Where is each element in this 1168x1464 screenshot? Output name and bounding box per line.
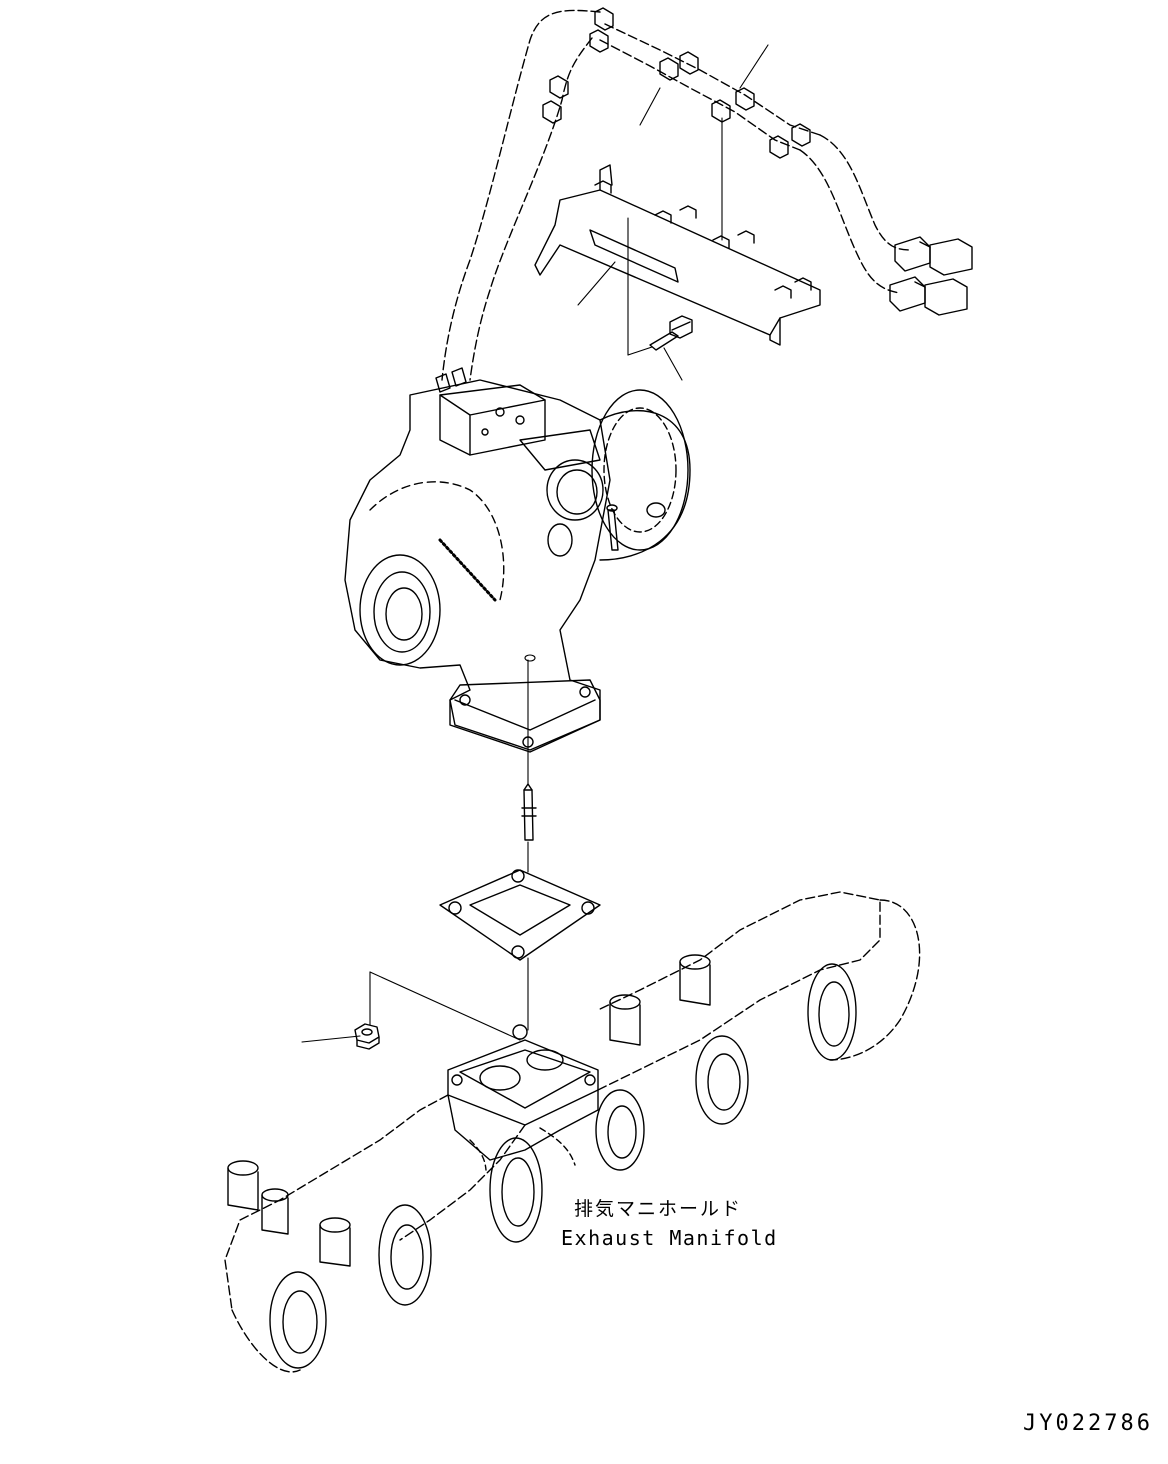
leader-lines bbox=[301, 44, 769, 1043]
harness-bracket bbox=[534, 164, 821, 346]
drawing-number: JY022786 bbox=[1023, 1411, 1153, 1436]
flange-nut bbox=[354, 1023, 380, 1050]
part-name-japanese: 排気マニホールド bbox=[574, 1198, 743, 1220]
stud-bolt bbox=[521, 783, 537, 841]
connector-lower bbox=[889, 276, 968, 316]
connector-upper bbox=[894, 236, 973, 276]
exhaust-manifold bbox=[224, 891, 921, 1373]
turbocharger bbox=[344, 367, 691, 753]
wiring-harness bbox=[441, 7, 973, 381]
bolt bbox=[649, 315, 693, 351]
gasket bbox=[439, 869, 601, 961]
part-name-english: Exhaust Manifold bbox=[561, 1226, 778, 1250]
